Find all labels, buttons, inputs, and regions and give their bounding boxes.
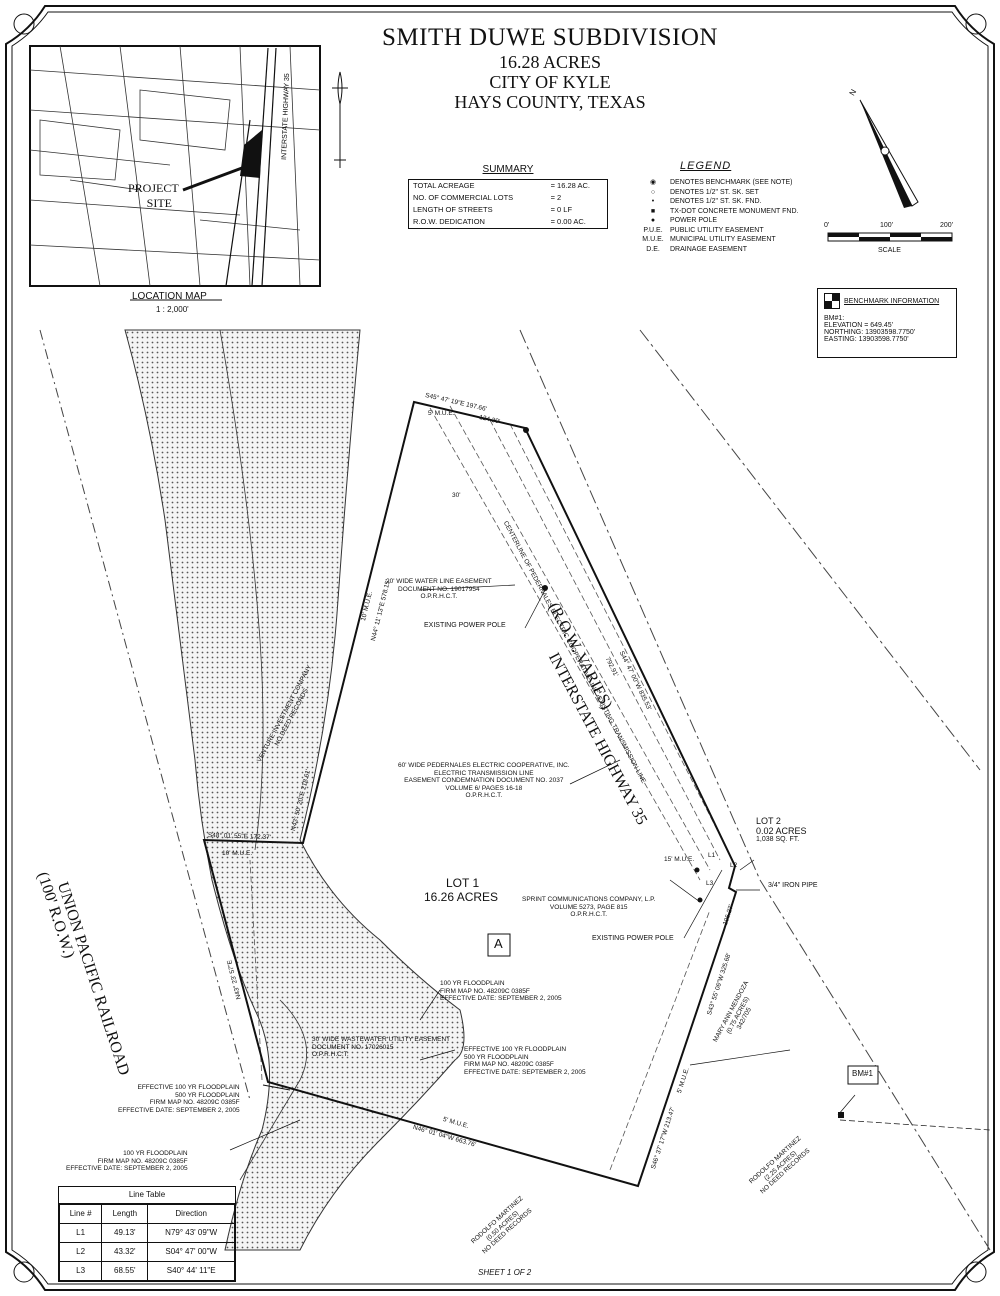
north-arrow-icon [859,99,919,208]
floodplain-area [124,329,465,1251]
benchmark-panel: BENCHMARK INFORMATION BM#1: ELEVATION = … [817,288,957,358]
benchmark-line: BM#1: [824,315,845,322]
sheet-border [5,5,995,1291]
line-callout: L2 [730,862,738,869]
sheet-label: SHEET 1 OF 2 [478,1268,532,1277]
benchmark-icon [824,293,840,309]
project-site-label: PROJECT SITE [128,181,179,210]
legend-row: P.U.E.PUBLIC UTILITY EASEMENT [643,226,764,234]
legend-row: D.E.DRAINAGE EASEMENT [646,245,748,253]
sprint-note: SPRINT COMMUNICATIONS COMPANY, L.P.VOLUM… [522,896,656,918]
summary-heading: SUMMARY [482,164,534,175]
subtitle-line: CITY OF KYLE [489,72,611,92]
legend-row: M.U.E.MUNICIPAL UTILITY EASEMENT [642,236,776,243]
pec-easement-note: 60' WIDE PEDERNALES ELECTRIC COOPERATIVE… [398,762,570,799]
power-pole-label: EXISTING POWER POLE [424,622,506,629]
line-table-caption: Line Table [59,1187,235,1204]
line-callout: L3 [706,880,714,887]
legend-row: ■TX-DOT CONCRETE MONUMENT FND. [650,207,799,215]
scale-bar [827,232,953,242]
summary-row: TOTAL ACREAGE= 16.28 AC. [413,181,590,190]
legend-heading: LEGEND [680,160,732,172]
benchmark-tag: BM#1 [852,1069,873,1078]
easement-lines [249,405,731,1171]
lot1-area: 16.26 ACRES [424,890,499,904]
title-block: SMITH DUWE SUBDIVISION 16.28 ACRES CITY … [300,24,800,112]
legend-row: ◉DENOTES BENCHMARK (SEE NOTE) [649,179,793,186]
scale-tick: 0' [824,222,830,229]
subtitle-line: HAYS COUNTY, TEXAS [454,92,646,112]
summary-row: LENGTH OF STREETS= 0 LF [413,205,573,214]
ornament-icon [332,71,348,168]
interstate-row [519,329,991,1251]
summary-table: TOTAL ACREAGE= 16.28 AC. NO. OF COMMERCI… [408,179,608,229]
dimension-label: 30' [452,492,461,499]
line-callout: L1 [708,852,716,859]
mue-label: 10' M.U.E. [222,850,253,857]
property-boundary [202,400,738,1188]
summary-panel: SUMMARY TOTAL ACREAGE= 16.28 AC. NO. OF … [408,164,608,229]
page-title: SMITH DUWE SUBDIVISION [382,24,718,51]
scale-label: SCALE [878,247,901,254]
subtitle-line: 16.28 ACRES [498,52,602,72]
power-pole-label: EXISTING POWER POLE [592,935,674,942]
benchmark-marker-icon [838,1112,844,1118]
location-map: INTERSTATE HIGHWAY 35 [29,45,321,287]
legend-row: ●POWER POLE [650,217,718,224]
location-map-highway-label: INTERSTATE HIGHWAY 35 [281,73,291,160]
scale-tick: 200' [940,222,954,229]
summary-row: NO. OF COMMERCIAL LOTS= 2 [413,193,562,202]
benchmark-line: ELEVATION = 649.45' [824,322,893,329]
iron-pipe-label: 3/4" IRON PIPE [768,882,818,889]
legend-row: ○DENOTES 1/2" ST. SK. SET [650,188,759,196]
mue-label: 5' M.U.E. [428,410,455,417]
legend-panel: LEGEND ◉DENOTES BENCHMARK (SEE NOTE) ○DE… [636,160,816,254]
block-label: A [494,936,503,951]
location-map-title: LOCATION MAP [132,291,207,302]
scale-tick: 100' [880,222,894,229]
benchmark-heading: BENCHMARK INFORMATION [844,297,940,305]
legend-row: •DENOTES 1/2" ST. SK. FND. [651,198,762,205]
mue-label: 15' M.U.E. [664,856,695,863]
lot1-label: LOT 1 [446,876,480,890]
summary-row: R.O.W. DEDICATION= 0.00 AC. [413,217,586,226]
benchmark-line: EASTING: 13903598.7750' [824,336,909,343]
location-map-scale: 1 : 2,000' [156,305,189,314]
benchmark-line: NORTHING: 13903598.7750' [824,329,916,336]
